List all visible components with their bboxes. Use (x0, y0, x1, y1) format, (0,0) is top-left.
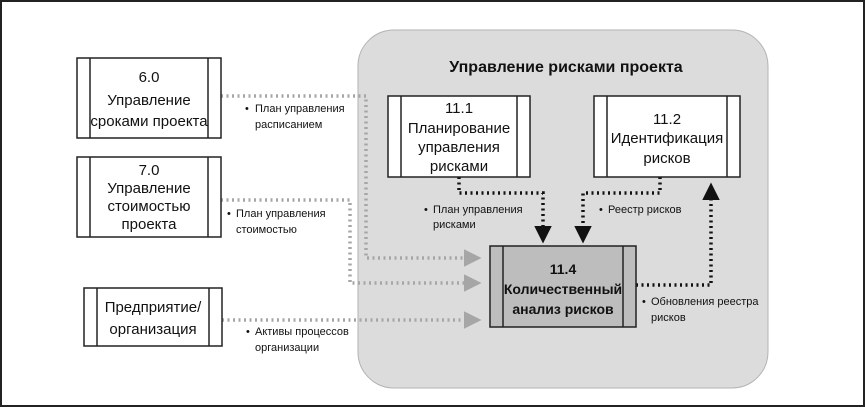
identify-risk-line1: Идентификация (611, 130, 723, 147)
cost-box-number: 7.0 (139, 162, 160, 179)
org-assets-label: • Активы процессов организации (246, 326, 349, 354)
svg-text:расписанием: расписанием (255, 119, 322, 131)
enterprise-line2: организация (109, 321, 196, 338)
svg-text:Активы процессов: Активы процессов (255, 326, 349, 338)
quant-number: 11.4 (550, 261, 577, 277)
enterprise-box: Предприятие/ организация (83, 287, 223, 347)
schedule-plan-arrow (221, 94, 482, 267)
quant-line2: анализ рисков (512, 301, 614, 317)
cost-box-line2: стоимостью (107, 198, 190, 215)
risk-register-label: • Реестр рисков (599, 204, 682, 216)
svg-text:рисками: рисками (433, 219, 476, 231)
plan-risk-box: 11.1 Планирование управления рисками (387, 95, 531, 178)
plan-risk-line3: рисками (430, 158, 488, 175)
bullet-icon: • (424, 204, 428, 216)
identify-risk-line2: рисков (643, 150, 690, 167)
bullet-icon: • (599, 204, 603, 216)
plan-risk-number: 11.1 (445, 100, 473, 117)
svg-text:организации: организации (255, 342, 319, 354)
time-box-line1: Управление (107, 92, 190, 109)
group-title: Управление рисками проекта (449, 59, 682, 76)
bullet-icon: • (227, 208, 231, 220)
risk-register-arrow (574, 177, 662, 244)
bullet-icon: • (245, 103, 249, 115)
register-updates-label: • Обновления реестра рисков (642, 296, 759, 324)
identify-risk-box: 11.2 Идентификация рисков (593, 95, 741, 178)
time-box-line2: сроками проекта (90, 113, 208, 130)
enterprise-line1: Предприятие/ (105, 299, 202, 316)
svg-text:рисков: рисков (651, 312, 686, 324)
risk-plan-label: • План управления рисками (424, 204, 523, 231)
cost-management-box: 7.0 Управление стоимостью проекта (76, 156, 222, 238)
schedule-plan-label: • План управления расписанием (245, 103, 345, 131)
plan-risk-line2: управления (418, 139, 500, 156)
quant-line1: Количественный (504, 281, 622, 297)
svg-text:стоимостью: стоимостью (236, 224, 297, 236)
svg-text:План управления: План управления (236, 208, 326, 220)
svg-text:План управления: План управления (433, 204, 523, 216)
bullet-icon: • (246, 326, 250, 338)
cost-plan-label: • План управления стоимостью (227, 208, 326, 236)
cost-box-line3: проекта (122, 216, 178, 233)
svg-text:Реестр рисков: Реестр рисков (608, 204, 682, 216)
time-box-number: 6.0 (139, 69, 160, 86)
cost-box-line1: Управление (107, 180, 190, 197)
risk-management-group (357, 29, 769, 389)
plan-risk-line1: Планирование (408, 120, 510, 137)
bullet-icon: • (642, 296, 646, 308)
svg-text:План управления: План управления (255, 103, 345, 115)
svg-text:Обновления реестра: Обновления реестра (651, 296, 759, 308)
quantitative-analysis-box: 11.4 Количественный анализ рисков (489, 245, 637, 328)
cost-plan-arrow (221, 198, 482, 292)
time-management-box: 6.0 Управление сроками проекта (76, 57, 222, 139)
identify-risk-number: 11.2 (653, 111, 681, 128)
